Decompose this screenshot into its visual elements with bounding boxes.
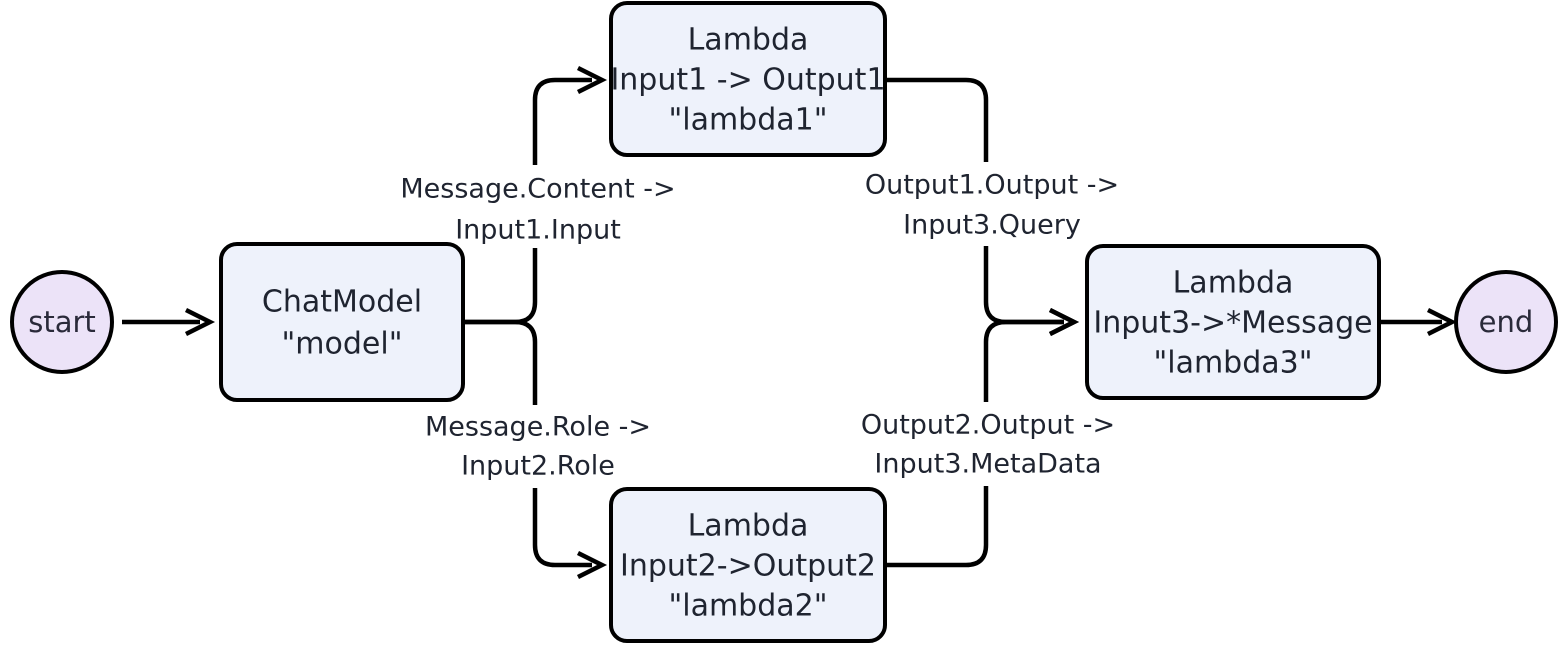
start-label: start: [28, 305, 96, 339]
lambda2-box[interactable]: [609, 487, 887, 643]
edge-label-line1: Output2.Output ->: [861, 410, 1115, 441]
node-end[interactable]: end: [1454, 270, 1558, 374]
edge-label-line1: Message.Content ->: [400, 174, 675, 205]
lambda3-label-line1: Lambda: [1173, 266, 1294, 301]
lambda2-label-line3: "lambda2": [668, 589, 827, 624]
lambda3-label-line2: Input3->*Message: [1093, 306, 1372, 341]
label-backdrop: [855, 402, 1135, 486]
edge-label-line1: Message.Role ->: [425, 412, 651, 443]
arrow-head-icon: [184, 307, 216, 337]
arrow-head-icon: [1048, 307, 1080, 337]
label-backdrop: [855, 162, 1123, 246]
chatmodel-label-line2: "model": [281, 327, 402, 362]
lambda1-label-line3: "lambda1": [668, 103, 827, 138]
edge-label-lambda2-to-lambda3: Output2.Output -> Input3.MetaData: [855, 402, 1135, 486]
node-lambda3[interactable]: Lambda Input3->*Message "lambda3": [1085, 244, 1381, 400]
end-label: end: [1479, 305, 1534, 339]
lambda1-label-line1: Lambda: [688, 23, 809, 58]
chatmodel-label-line1: ChatModel: [262, 285, 422, 320]
edge-label-chatmodel-to-lambda2: Message.Role -> Input2.Role: [412, 405, 670, 488]
edge-label-line2: Input2.Role: [461, 451, 615, 482]
node-start[interactable]: start: [10, 270, 114, 374]
node-lambda2[interactable]: Lambda Input2->Output2 "lambda2": [609, 487, 887, 643]
edge-label-line1: Output1.Output ->: [865, 170, 1119, 201]
lambda2-label-line1: Lambda: [688, 509, 809, 544]
edge-start-to-chatmodel: [122, 307, 216, 337]
lambda2-label-line2: Input2->Output2: [620, 549, 876, 584]
arrow-head-icon: [576, 65, 608, 95]
edge-label-line2: Input1.Input: [455, 215, 621, 246]
chatmodel-box[interactable]: [219, 242, 465, 402]
node-chatmodel[interactable]: ChatModel "model": [219, 242, 465, 402]
lambda1-box[interactable]: [609, 1, 887, 157]
lambda3-box[interactable]: [1085, 244, 1381, 400]
arrow-head-icon: [1426, 307, 1458, 337]
edge-lambda3-to-end: [1380, 307, 1458, 337]
edge-label-line2: Input3.Query: [903, 210, 1081, 241]
start-circle[interactable]: [10, 270, 114, 374]
arrow-head-icon: [576, 550, 608, 580]
edge-label-line2: Input3.MetaData: [874, 449, 1101, 480]
label-backdrop: [400, 165, 682, 248]
lambda3-label-line3: "lambda3": [1153, 346, 1312, 381]
lambda1-label-line2: Input1 -> Output1: [610, 63, 885, 98]
end-circle[interactable]: [1454, 270, 1558, 374]
edge-label-chatmodel-to-lambda1: Message.Content -> Input1.Input: [400, 165, 682, 248]
edge-label-lambda1-to-lambda3: Output1.Output -> Input3.Query: [855, 162, 1123, 246]
node-lambda1[interactable]: Lambda Input1 -> Output1 "lambda1": [609, 1, 887, 157]
label-backdrop: [412, 405, 670, 488]
